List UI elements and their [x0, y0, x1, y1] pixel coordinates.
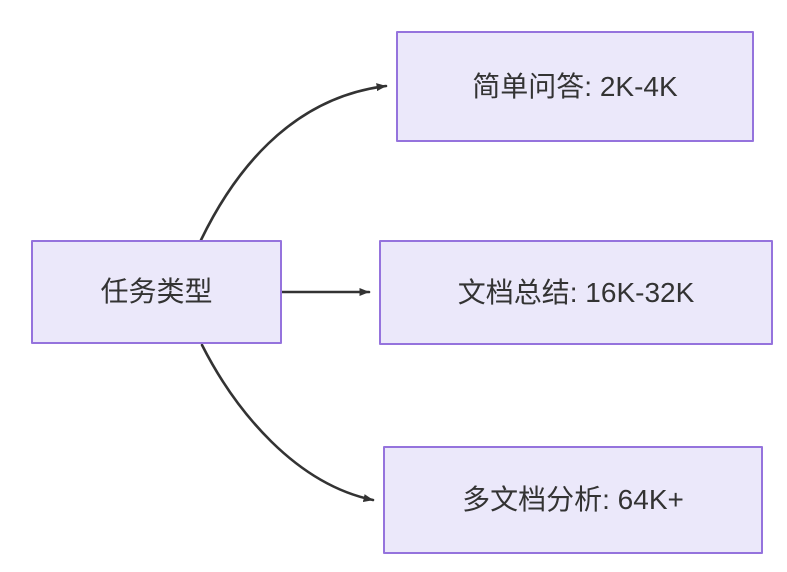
node-root[interactable]: 任务类型 [31, 240, 282, 344]
edge-root-to-simple-qa [199, 83, 388, 242]
node-simple-qa[interactable]: 简单问答: 2K-4K [396, 31, 754, 142]
node-root-label: 任务类型 [100, 276, 213, 308]
node-multi-doc-label: 多文档分析: 64K+ [462, 484, 684, 516]
node-simple-qa-label: 简单问答: 2K-4K [472, 70, 678, 102]
node-doc-sum[interactable]: 文档总结: 16K-32K [379, 240, 773, 345]
node-doc-sum-label: 文档总结: 16K-32K [457, 276, 695, 308]
edge-root-to-multi-doc [200, 343, 375, 502]
node-multi-doc[interactable]: 多文档分析: 64K+ [383, 446, 763, 554]
